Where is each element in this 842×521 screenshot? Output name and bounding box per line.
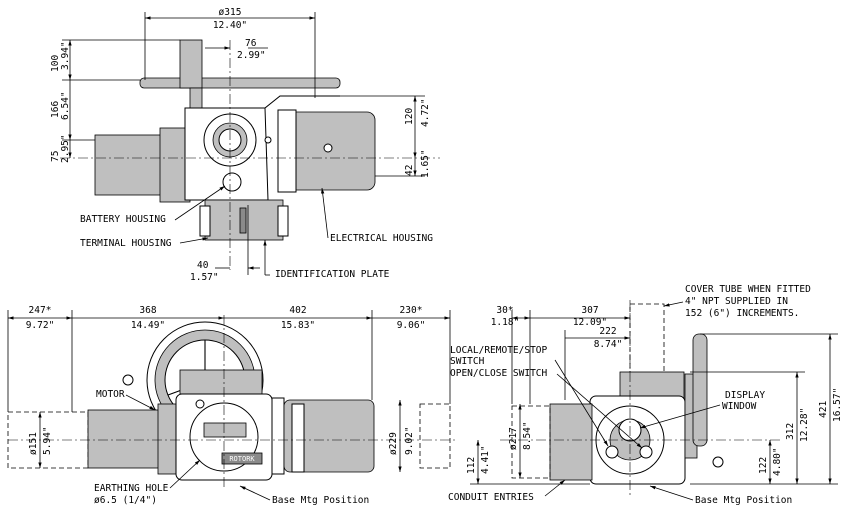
dim-151-mm: ø151 — [28, 432, 39, 455]
dim-312-in: 12.28" — [799, 408, 810, 442]
label-electrical-housing: ELECTRICAL HOUSING — [330, 233, 433, 244]
dim-75-in: 2.95" — [60, 134, 71, 163]
dim-247-in: 9.72" — [26, 320, 55, 331]
battery-housing — [222, 172, 242, 192]
dim-30-in: 1.18" — [491, 317, 520, 328]
dim-402-mm: 402 — [289, 305, 306, 316]
label-cover-tube-2: 4" NPT SUPPLIED IN — [685, 296, 788, 307]
dim-307-mm: 307 — [581, 305, 598, 316]
dim-40-in: 1.57" — [190, 272, 219, 283]
nameplate — [203, 422, 247, 438]
dim-222-mm: 222 — [599, 326, 616, 337]
dim-247-mm: 247* — [29, 305, 52, 316]
dim-122-mm: 122 — [758, 457, 769, 474]
dim-76-in: 2.99" — [237, 50, 266, 61]
side-view: 30* 1.18" 307 12.09" 222 8.74" ø217 8.54… — [448, 284, 842, 506]
side-handwheel — [692, 333, 708, 447]
dim-100-in: 3.94" — [60, 41, 71, 70]
label-conduit-entries: CONDUIT ENTRIES — [448, 492, 534, 503]
dim-230-in: 9.06" — [397, 320, 426, 331]
label-cover-tube-3: 152 (6") INCREMENTS. — [685, 308, 799, 319]
dim-217-mm: ø217 — [508, 427, 519, 450]
dim-40-mm: 40 — [197, 260, 209, 271]
dim-75-mm: 75 — [50, 151, 61, 162]
label-display-2: WINDOW — [722, 401, 757, 412]
cover-tube — [629, 303, 665, 375]
rotork-badge — [221, 452, 263, 465]
dim-315-mm: ø315 — [219, 7, 242, 18]
dim-312-mm: 312 — [785, 423, 796, 440]
dim-42-in: 1.65" — [420, 149, 431, 178]
dim-229-in: 9.02" — [404, 426, 415, 455]
dim-368-in: 14.49" — [131, 320, 165, 331]
side-terminal-housing — [549, 403, 593, 481]
dim-230-mm: 230* — [400, 305, 423, 316]
dim-120-mm: 120 — [404, 108, 415, 125]
label-earthing-size: ø6.5 (1/4") — [94, 495, 157, 506]
dim-100-mm: 100 — [50, 55, 61, 72]
open-close-knob — [639, 445, 653, 459]
handwheel-hub — [179, 39, 203, 89]
dim-421-in: 16.57" — [832, 388, 842, 422]
dim-122-in: 4.80" — [772, 447, 783, 476]
dim-217-in: 8.54" — [522, 421, 533, 450]
dim-368-mm: 368 — [139, 305, 156, 316]
dim-229-mm: ø229 — [388, 432, 399, 455]
selector-knob — [605, 445, 619, 459]
label-earthing-hole: EARTHING HOLE — [94, 483, 169, 494]
dim-151-in: 5.94" — [42, 426, 53, 455]
label-base-mtg-front: Base Mtg Position — [272, 495, 369, 506]
label-open-close-switch: OPEN/CLOSE SWITCH — [450, 368, 548, 379]
dim-315-in: 12.40" — [213, 20, 247, 31]
dim-222-in: 8.74" — [594, 339, 623, 350]
label-display-1: DISPLAY — [725, 390, 765, 401]
dim-421-mm: 421 — [818, 401, 829, 418]
label-base-mtg-side: Base Mtg Position — [695, 495, 792, 506]
label-terminal-housing: TERMINAL HOUSING — [80, 238, 172, 249]
dim-307-in: 12.09" — [573, 317, 607, 328]
label-selector-switch-2: SWITCH — [450, 356, 485, 367]
dim-42-mm: 42 — [404, 165, 415, 176]
dim-112-in: 4.41" — [480, 445, 491, 474]
dim-112-mm: 112 — [466, 457, 477, 474]
dim-30-mm: 30* — [496, 305, 513, 316]
dim-120-in: 4.72" — [420, 98, 431, 127]
label-selector-switch-1: LOCAL/REMOTE/STOP — [450, 345, 548, 356]
dim-76-mm: 76 — [245, 38, 257, 49]
top-view: ø315 12.40" 76 2.99" 100 3.94" 166 6.54"… — [50, 7, 440, 283]
front-view: ROTORK 247* 9.72" 368 14.49" 402 15.83" … — [7, 305, 455, 506]
dim-166-mm: 166 — [50, 101, 61, 118]
label-motor: MOTOR — [96, 389, 125, 400]
electrical-housing-front — [283, 399, 375, 473]
brand-logo: ROTORK — [229, 455, 255, 463]
label-cover-tube-1: COVER TUBE WHEN FITTED — [685, 284, 811, 295]
handwheel-lever — [139, 77, 341, 89]
dim-166-in: 6.54" — [60, 91, 71, 120]
label-identification-plate: IDENTIFICATION PLATE — [275, 269, 390, 280]
label-battery-housing: BATTERY HOUSING — [80, 214, 166, 225]
dim-402-in: 15.83" — [281, 320, 315, 331]
